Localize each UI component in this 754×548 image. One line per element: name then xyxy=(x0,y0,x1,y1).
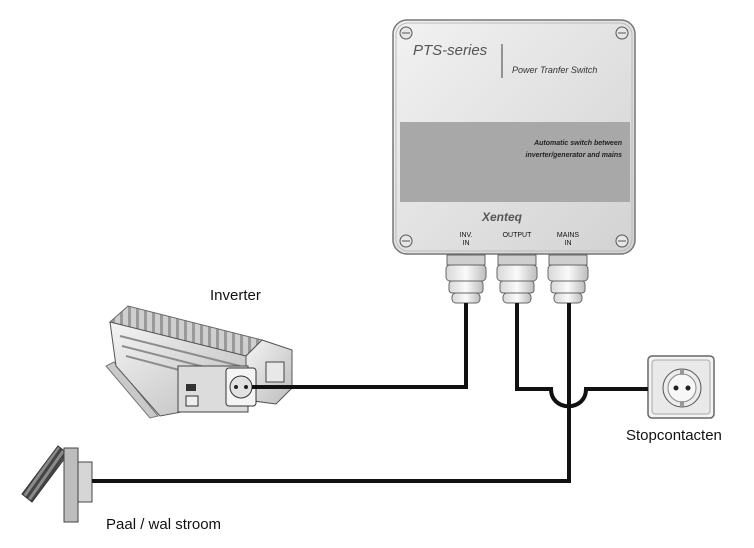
port-label-line: INV. xyxy=(459,232,473,239)
port-label-line: IN xyxy=(564,240,572,247)
cable-gland-inv-in xyxy=(445,254,487,304)
port-label-output: OUTPUT xyxy=(497,232,537,240)
xenteq-logo: Xenteq xyxy=(482,210,523,224)
screw-icon xyxy=(399,26,629,248)
port-label-line: MAINS xyxy=(556,232,580,239)
cable-shore-to-switch xyxy=(92,303,571,483)
pts-switch-box xyxy=(392,19,636,255)
inverter-device xyxy=(105,305,293,419)
port-label-inv-in: INV. IN xyxy=(451,232,481,248)
wall-socket xyxy=(647,355,715,419)
inverter-label: Inverter xyxy=(210,287,261,304)
panel-text-line1: Automatic switch between xyxy=(534,140,622,147)
shore-power-pole xyxy=(21,445,93,523)
cable-gland-output xyxy=(496,254,538,304)
pts-brand: PTS-series xyxy=(413,42,488,59)
port-label-line: IN xyxy=(462,240,470,247)
cable-gland-mains-in xyxy=(547,254,589,304)
panel-text-line2: inverter/generator and mains xyxy=(525,152,622,159)
port-label-line: OUTPUT xyxy=(502,232,532,239)
cable-inverter-to-switch xyxy=(252,303,468,389)
info-panel xyxy=(400,122,630,202)
port-label-mains-in: MAINS IN xyxy=(550,232,586,248)
pts-subtitle: Power Tranfer Switch xyxy=(512,65,598,75)
shore-power-label: Paal / wal stroom xyxy=(106,516,222,533)
cable-output-to-socket xyxy=(515,303,648,409)
socket-label: Stopcontacten xyxy=(626,427,722,444)
